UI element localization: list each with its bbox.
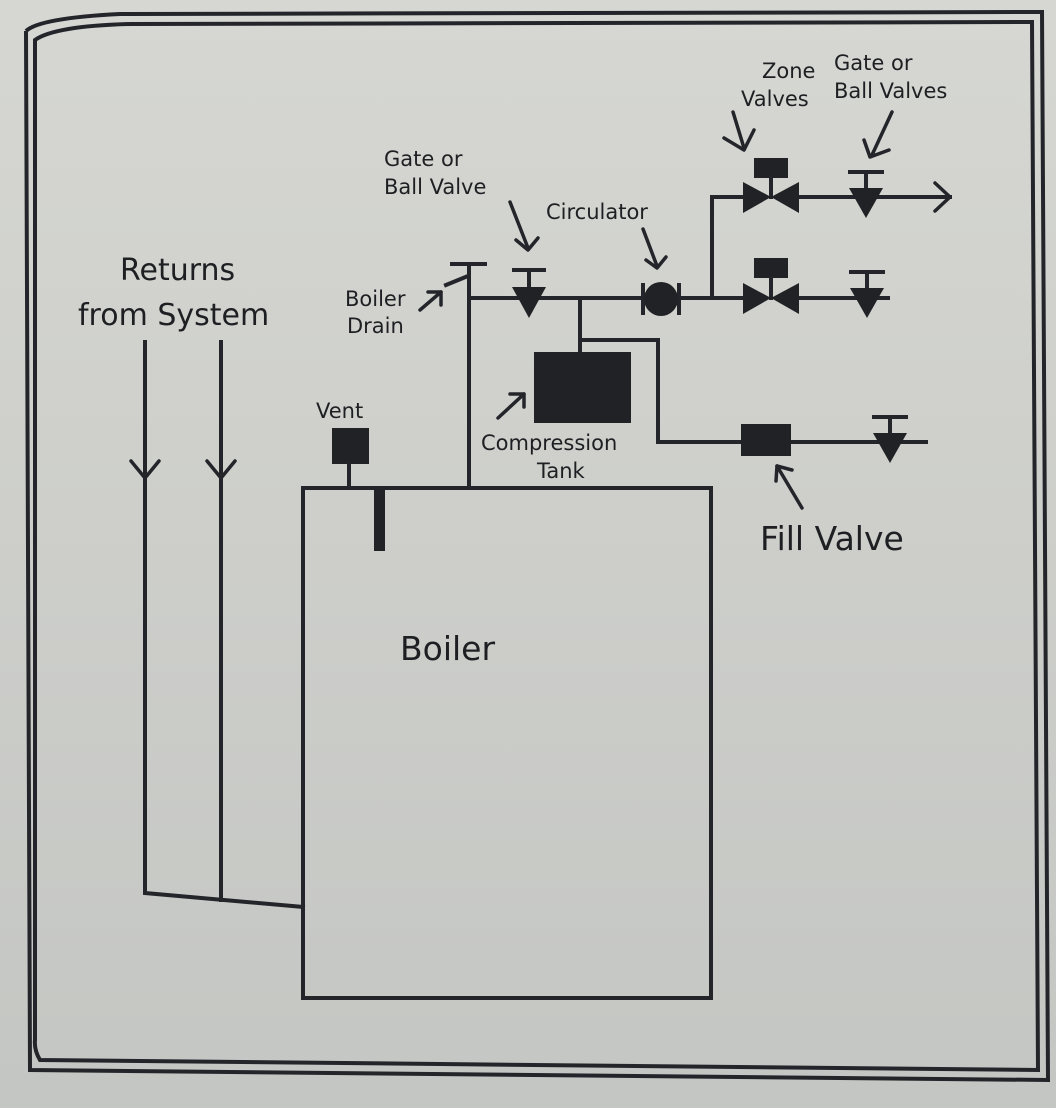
gate-valve-label-line2: Ball Valve: [384, 175, 486, 199]
zone-valve-2-body-right-icon: [771, 283, 799, 314]
frame-outer: [24, 9, 1051, 1083]
circulator-pointer-arrow-icon: [641, 227, 659, 268]
zone-valves-label-line1: Zone: [762, 59, 815, 83]
compression-tank-pointer-head-icon: [508, 392, 526, 409]
zone-valves-pointer-arrow-icon: [731, 110, 746, 150]
fill-valve-icon: [741, 424, 791, 456]
supply-header: Gate or Ball Valve Circulator: [384, 147, 752, 318]
fill-iso-valve-icon: [873, 433, 907, 463]
zone-valve-2-body-left-icon: [743, 283, 771, 314]
returns-label-line2: from System: [78, 298, 269, 333]
zone-1-flow-arrow-icon: [933, 181, 952, 213]
gate-valve-pointer-head-icon: [514, 236, 540, 252]
zone-1-riser: [710, 195, 762, 300]
boiler-drain-spout: [443, 273, 471, 288]
compression-tank-label-line2: Tank: [536, 459, 586, 483]
gate-valves-label-line1: Gate or: [834, 51, 913, 75]
zone-valves-label-line2: Valves: [741, 87, 809, 111]
fill-line-pipe: [578, 338, 744, 444]
zone-valve-1: [743, 158, 799, 213]
gate-valve-icon: [512, 287, 546, 318]
circulator: [641, 282, 681, 316]
zone-iso-1-valve-icon: [849, 188, 883, 218]
circulator-pointer-head-icon: [644, 255, 668, 270]
circulator-label: Circulator: [546, 200, 648, 224]
returns-label-line1: Returns: [120, 253, 235, 288]
frame-inner: [32, 19, 1041, 1073]
vent-label: Vent: [316, 399, 363, 423]
supply-gate-valve: [512, 268, 546, 318]
return-flow-arrow-2-icon: [205, 459, 237, 480]
boiler-label: Boiler: [400, 629, 495, 668]
compression-tank-label-line1: Compression: [481, 431, 617, 455]
vent-icon: [332, 428, 369, 464]
gate-valves-pointer-head-icon: [862, 138, 891, 159]
gate-valve-label-line1: Gate or: [384, 147, 463, 171]
return-lines: Returns from System: [78, 253, 306, 910]
boiler-drain-label-line1: Boiler: [345, 287, 406, 311]
zone-iso-2-valve-icon: [850, 288, 884, 318]
circulator-pump-icon: [644, 282, 678, 316]
air-vent: Vent: [316, 399, 369, 490]
boiler-drain-label-line2: Drain: [347, 314, 404, 338]
gate-valve-pointer-arrow-icon: [508, 200, 530, 250]
zone-valve-2: [743, 258, 799, 314]
expansion-and-fill: Compression Tank Fill Valve: [481, 296, 928, 558]
zone-valve-1-actuator-icon: [754, 158, 788, 178]
zone-branches: Zone Valves Gate or Ball Valves: [710, 51, 952, 318]
fill-isolation-valve: [872, 415, 908, 463]
boiler-drain-pointer-arrow-icon: [418, 290, 443, 312]
zone-valves-pointer-head-icon: [722, 128, 756, 152]
gate-valves-pointer-arrow-icon: [870, 110, 894, 157]
fill-valve-pointer-arrow-icon: [775, 464, 804, 510]
boiler-drain-pointer-head-icon: [426, 290, 443, 307]
supply-riser: Boiler Drain: [345, 262, 487, 490]
compression-tank-pointer-arrow-icon: [496, 392, 526, 420]
zone-isolation-valve-1: [848, 170, 884, 218]
boiler-body: [301, 486, 713, 1000]
boiler: Boiler: [301, 486, 713, 1000]
zone-valve-1-body-left-icon: [743, 182, 771, 213]
zone-valve-1-body-right-icon: [771, 182, 799, 213]
fill-valve-pointer-head-icon: [774, 464, 794, 483]
gate-valves-label-line2: Ball Valves: [834, 79, 947, 103]
return-flow-arrow-1-icon: [129, 459, 161, 480]
zone-isolation-valve-2: [849, 270, 885, 318]
return-pipe-1: [143, 340, 306, 910]
compression-tank-icon: [534, 352, 631, 423]
figure-frame: [24, 9, 1051, 1083]
zone-valve-2-actuator-icon: [754, 258, 788, 278]
fill-valve-label: Fill Valve: [760, 519, 904, 558]
boiler-supply-dip-tube: [374, 490, 385, 551]
